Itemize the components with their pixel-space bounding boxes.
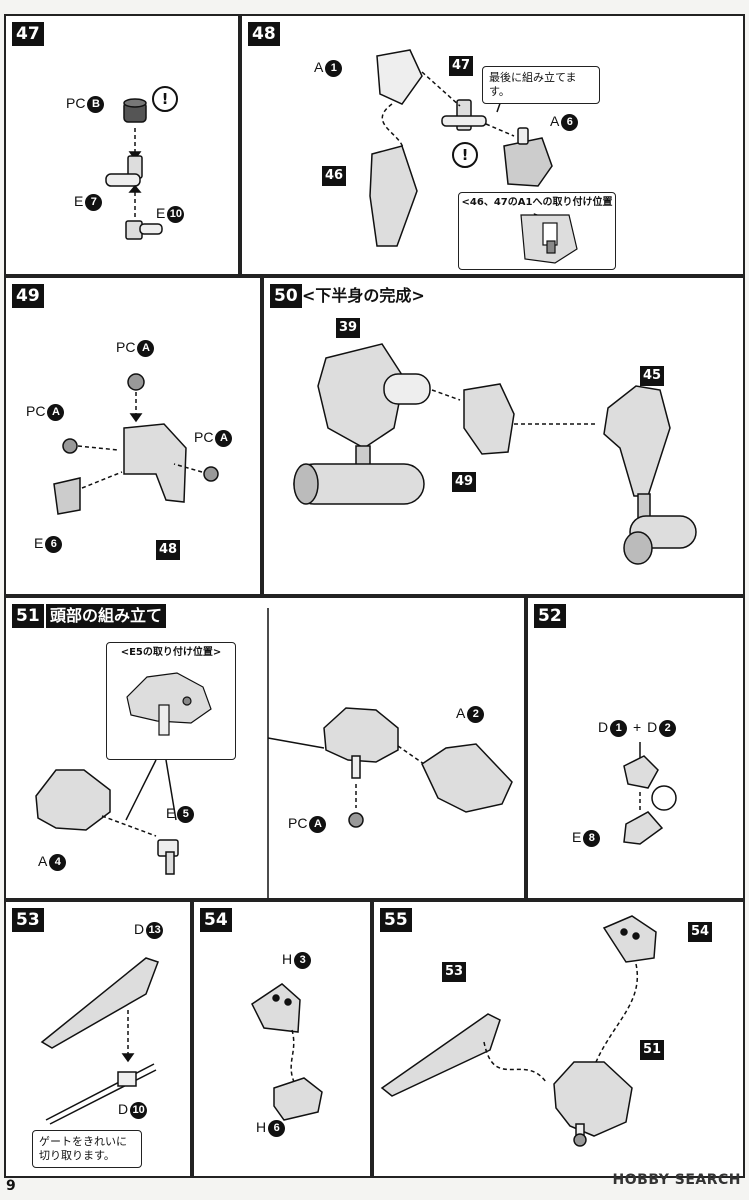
mounting-position-inset: <46、47のA1への取り付け位置> (458, 192, 616, 270)
part-tag-45: 45 (640, 366, 665, 386)
part-tag-53: 53 (442, 962, 467, 982)
step-number: 48 (248, 22, 280, 46)
part-tag-46: 46 (322, 166, 347, 186)
step-title: <下半身の完成> (302, 286, 425, 305)
part-tag-48: 48 (156, 540, 181, 560)
page-number: 9 (6, 1178, 16, 1194)
step-number: 53 (12, 908, 44, 932)
step-51-diagram (35, 608, 513, 898)
part-tag-47: 47 (449, 56, 474, 76)
step-50-panel: 50 <下半身の完成> 39 49 45 (262, 276, 745, 596)
step-52-diagram (623, 742, 677, 845)
assembly-note-callout: 最後に組み立てます。 (482, 66, 600, 104)
part-tag-51: 51 (640, 1040, 665, 1060)
part-tag-39: 39 (336, 318, 361, 338)
step-number: 49 (12, 284, 44, 308)
step-55-panel: 55 53 54 51 (372, 900, 745, 1178)
inset-diagram (520, 214, 578, 264)
warning-icon: ! (452, 142, 478, 168)
step-51-panel: 51 頭部の組み立て <E5の取り付け位置> (4, 596, 526, 900)
step-number: 47 (12, 22, 44, 46)
warning-icon: ! (152, 86, 178, 112)
mounting-position-inset: <E5の取り付け位置> (106, 642, 236, 760)
step-49-diagram (53, 373, 219, 515)
step-54-diagram (251, 983, 323, 1121)
part-tag-49: 49 (452, 472, 477, 492)
step-47-diagram (105, 98, 163, 240)
step-number: 55 (380, 908, 412, 932)
step-48-diagram (369, 49, 553, 247)
brand-watermark: HOBBY SEARCH (612, 1172, 741, 1188)
step-number: 52 (534, 604, 566, 628)
inset-diagram (126, 672, 212, 736)
step-50-diagram (293, 343, 697, 565)
gate-cut-note-callout: ゲートをきれいに切り取ります。 (32, 1130, 142, 1168)
step-55-diagram (380, 915, 657, 1147)
part-tag-54: 54 (688, 922, 713, 942)
step-number: 54 (200, 908, 232, 932)
step-number: 50 (270, 284, 302, 308)
step-53-diagram (40, 957, 159, 1125)
inset-title: <E5の取り付け位置> (120, 647, 222, 658)
step-title: 頭部の組み立て (46, 604, 167, 628)
step-number: 51 (12, 604, 44, 628)
